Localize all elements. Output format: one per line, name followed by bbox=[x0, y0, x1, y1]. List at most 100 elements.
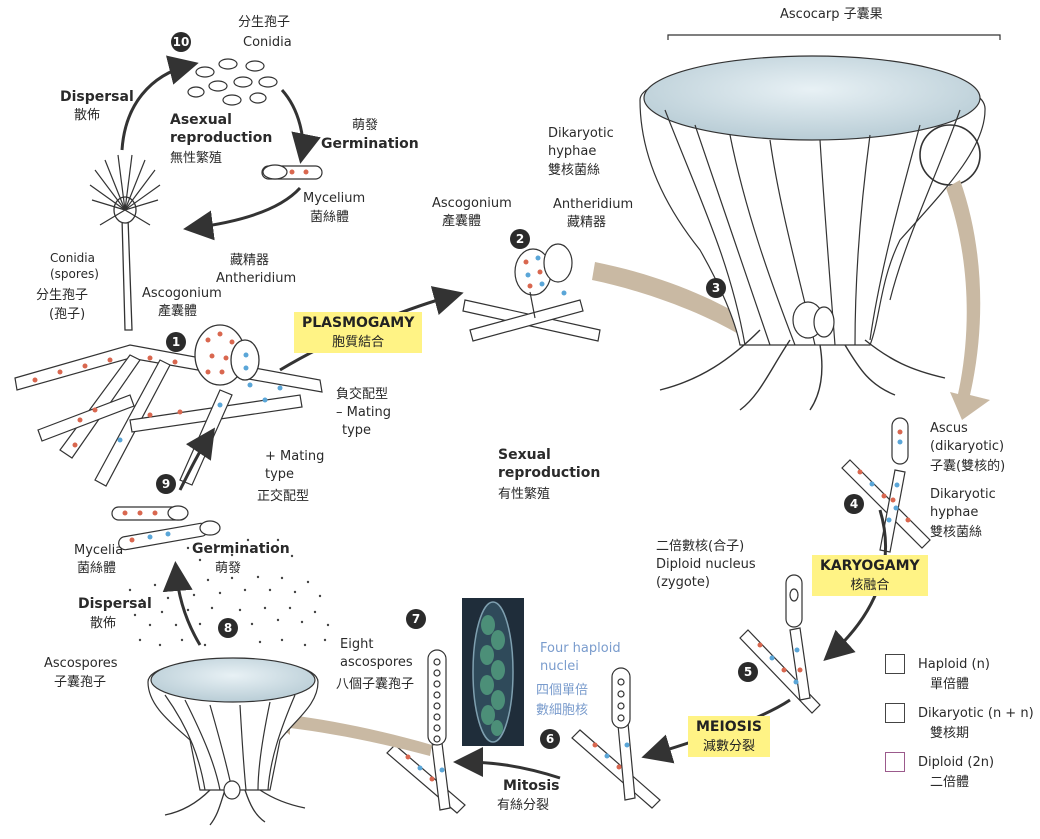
dikaryotic-hyphae-2-en: Dikaryotic bbox=[930, 486, 996, 503]
conidia-spores-1: Conidia bbox=[50, 250, 95, 267]
mycelia-zh: 菌絲體 bbox=[77, 560, 116, 577]
eight-ascospores-ascus bbox=[387, 650, 465, 813]
step-1: 1 bbox=[166, 332, 186, 352]
dispersal-bottom-en: Dispersal bbox=[78, 596, 152, 613]
germination-top-en: Germination bbox=[321, 136, 419, 153]
mitosis-en: Mitosis bbox=[503, 778, 560, 795]
dispersal-bottom-zh: 散佈 bbox=[90, 615, 116, 632]
plasmogamy-zh: 胞質結合 bbox=[302, 331, 414, 350]
asexual-zh: 無性繁殖 bbox=[170, 150, 222, 167]
dikaryotic-hyphae-1-en2: hyphae bbox=[548, 143, 596, 160]
karyogamy-highlight: KARYOGAMY 核融合 bbox=[812, 555, 928, 596]
mycelium-en: Mycelium bbox=[303, 190, 365, 207]
legend-diploid-en: Diploid (2n) bbox=[918, 754, 994, 771]
conidia-spores-2: (spores) bbox=[50, 266, 99, 283]
germinating-spore bbox=[262, 165, 322, 179]
conidia-en: Conidia bbox=[243, 34, 292, 51]
plasmogamy-en: PLASMOGAMY bbox=[302, 315, 414, 331]
step-4: 4 bbox=[844, 494, 864, 514]
four-haploid-1: Four haploid bbox=[540, 640, 621, 657]
mating-neg-type: type bbox=[342, 422, 371, 439]
plasmogamy-highlight: PLASMOGAMY 胞質結合 bbox=[294, 312, 422, 353]
mating-neg-en: – Mating bbox=[336, 404, 391, 421]
meiosis-en: MEIOSIS bbox=[696, 719, 762, 735]
ascus-dikaryotic-en: (dikaryotic) bbox=[930, 438, 1004, 455]
dikaryotic-hyphae-2-en2: hyphae bbox=[930, 504, 978, 521]
diploid-en: Diploid nucleus bbox=[656, 556, 756, 573]
diploid-zygote: (zygote) bbox=[656, 574, 710, 591]
conidia-spores-3: 分生孢子 bbox=[36, 287, 88, 304]
germination-top-zh: 萌發 bbox=[352, 117, 378, 134]
karyogamy-en: KARYOGAMY bbox=[820, 558, 920, 574]
ascogonium-2-zh: 產囊體 bbox=[442, 213, 481, 230]
antheridium-1-zh: 藏精器 bbox=[230, 252, 269, 269]
step-10: 10 bbox=[171, 32, 191, 52]
eight-ascospores-zh: 八個子囊孢子 bbox=[336, 676, 414, 693]
ascocarp-small bbox=[148, 658, 318, 825]
ascocarp-large bbox=[640, 35, 1000, 410]
mitosis-zh: 有絲分裂 bbox=[497, 797, 549, 814]
legend-dikaryotic-en: Dikaryotic (n + n) bbox=[918, 705, 1034, 722]
dikaryotic-hyphae-2-zh: 雙核菌絲 bbox=[930, 524, 982, 541]
four-haploid-zh-1: 四個單倍 bbox=[536, 682, 588, 699]
step-5: 5 bbox=[738, 662, 758, 682]
legend-haploid-zh: 單倍體 bbox=[930, 676, 969, 693]
step-8: 8 bbox=[218, 618, 238, 638]
ascogonium-1-en: Ascogonium bbox=[142, 285, 222, 302]
ascus-en: Ascus bbox=[930, 420, 968, 437]
ascospores-zh: 子囊孢子 bbox=[54, 674, 106, 691]
hyphae-stage-2 bbox=[463, 244, 600, 341]
sexual-title-1: Sexual bbox=[498, 447, 551, 464]
conidia-spores bbox=[188, 59, 277, 105]
step-9: 9 bbox=[156, 474, 176, 494]
germination-bottom-en: Germination bbox=[192, 541, 290, 558]
mycelium-zh: 菌絲體 bbox=[310, 209, 349, 226]
conidia-zh: 分生孢子 bbox=[238, 14, 290, 31]
dispersal-top-zh: 散佈 bbox=[74, 107, 100, 124]
karyogamy-zh: 核融合 bbox=[820, 574, 920, 593]
ascocarp-title: Ascocarp 子囊果 bbox=[780, 6, 883, 23]
legend-diploid-zh: 二倍體 bbox=[930, 774, 969, 791]
dikaryotic-hyphae-1-zh: 雙核菌絲 bbox=[548, 162, 600, 179]
legend-dikaryotic-swatch bbox=[885, 703, 905, 723]
mating-pos-en: + Mating bbox=[265, 448, 324, 465]
four-haploid-zh-2: 數細胞核 bbox=[536, 702, 588, 719]
meiosis-highlight: MEIOSIS 減數分裂 bbox=[688, 716, 770, 757]
ascogonium-1 bbox=[195, 325, 259, 385]
diploid-zh: 二倍數核(合子) bbox=[656, 538, 744, 555]
ascogonium-1-zh: 產囊體 bbox=[158, 303, 197, 320]
step-7: 7 bbox=[406, 609, 426, 629]
step-3: 3 bbox=[706, 278, 726, 298]
asexual-title-2: reproduction bbox=[170, 130, 272, 147]
germination-bottom-zh: 萌發 bbox=[215, 560, 241, 577]
legend-diploid-swatch bbox=[885, 752, 905, 772]
eight-ascospores-1: Eight bbox=[340, 636, 373, 653]
legend-dikaryotic-zh: 雙核期 bbox=[930, 725, 969, 742]
step-6: 6 bbox=[540, 729, 560, 749]
mating-pos-zh: 正交配型 bbox=[257, 488, 309, 505]
sexual-zh: 有性繁殖 bbox=[498, 486, 550, 503]
mating-pos-type: type bbox=[265, 466, 294, 483]
legend-haploid-swatch bbox=[885, 654, 905, 674]
antheridium-1-en: Antheridium bbox=[216, 270, 296, 287]
mating-neg-zh: 負交配型 bbox=[336, 386, 388, 403]
eight-ascospores-2: ascospores bbox=[340, 654, 413, 671]
ascus-micrograph bbox=[462, 598, 524, 746]
diploid-ascus bbox=[740, 575, 820, 713]
antheridium-2-zh: 藏精器 bbox=[567, 214, 606, 231]
asexual-title-1: Asexual bbox=[170, 112, 232, 129]
step-2: 2 bbox=[510, 229, 530, 249]
meiosis-zh: 減數分裂 bbox=[696, 735, 762, 754]
ascus-zh: 子囊(雙核的) bbox=[930, 458, 1005, 475]
conidia-spores-4: (孢子) bbox=[49, 306, 85, 323]
four-haploid-2: nuclei bbox=[540, 658, 579, 675]
antheridium-2-en: Antheridium bbox=[553, 196, 633, 213]
conidiophore bbox=[90, 155, 160, 330]
dikaryotic-hyphae-1-en: Dikaryotic bbox=[548, 125, 614, 142]
sexual-title-2: reproduction bbox=[498, 465, 600, 482]
legend-haploid-en: Haploid (n) bbox=[918, 656, 990, 673]
dispersal-top-en: Dispersal bbox=[60, 89, 134, 106]
ascogonium-2-en: Ascogonium bbox=[432, 195, 512, 212]
mycelia-en: Mycelia bbox=[74, 542, 123, 559]
